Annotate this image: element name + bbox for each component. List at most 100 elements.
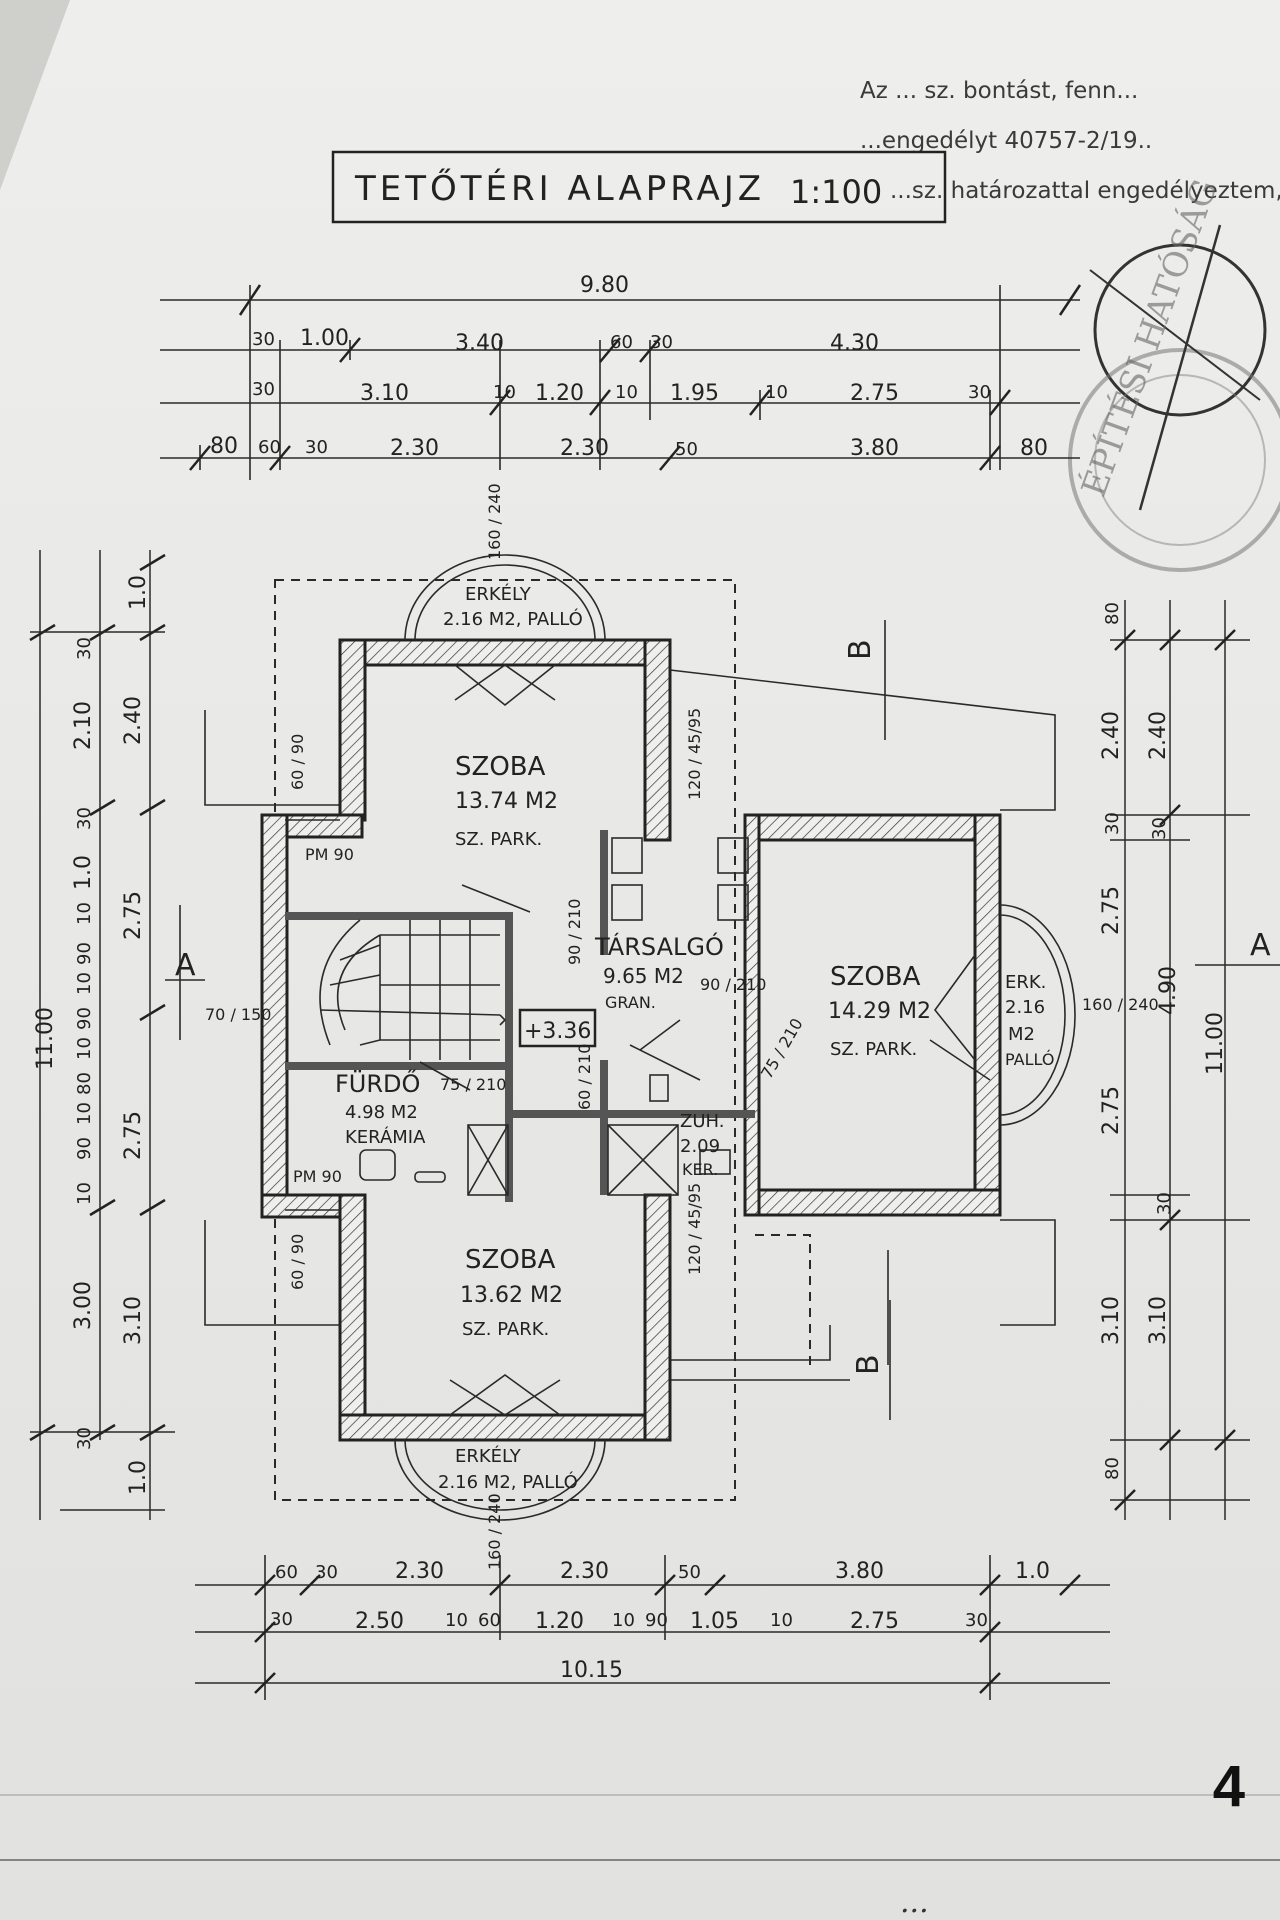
dim-top: 3.40: [455, 331, 504, 356]
balcony-right-name: ERK.: [1005, 972, 1046, 993]
opening-label-win-bottom-mid: 120 / 45/95: [685, 1183, 704, 1275]
dim-right: 30: [1149, 817, 1170, 840]
dim-bottom: 10: [445, 1610, 468, 1631]
dim-bottom: 1.0: [1015, 1559, 1050, 1584]
dim-top: 2.30: [390, 436, 439, 461]
eave-outlines: [204, 669, 1056, 1381]
balcony-right-area: 2.16: [1005, 997, 1045, 1018]
dim-left: 1.0: [71, 855, 96, 890]
approval-line-1: Az ... sz. bontást, fenn...: [860, 78, 1139, 104]
dim-top: 30: [252, 329, 275, 350]
balcony-top-area: 2.16 M2, PALLÓ: [443, 608, 583, 630]
dim-top: 3.10: [360, 381, 409, 406]
dim-left: 80: [74, 1072, 95, 1095]
room-name: SZOBA: [465, 1245, 556, 1275]
dim-left: 90: [74, 1007, 95, 1030]
opening-label-pm-bottom: PM 90: [293, 1167, 342, 1186]
dim-left: 10: [74, 1102, 95, 1125]
right-dimension-lines: [1110, 600, 1250, 1520]
dim-bottom: 30: [270, 1609, 293, 1630]
dim-bottom: 10: [770, 1610, 793, 1631]
room-floor: SZ. PARK.: [830, 1039, 917, 1060]
dim-bottom: 1.20: [535, 1609, 584, 1634]
right-dimension-values: 80 2.40 30 2.75 4.90 2.75 30 3.10 80 2.4…: [1099, 602, 1228, 1480]
room-name: ZUH.: [680, 1111, 724, 1132]
dim-top: 30: [305, 437, 328, 458]
approval-line-2: ...engedélyt 40757-2/19..: [860, 128, 1153, 154]
approval-line-3: ...sz. határozattal engedélyeztem,: [890, 178, 1280, 204]
dim-right: 3.10: [1146, 1296, 1171, 1345]
dim-top: 10: [493, 382, 516, 403]
left-dimension-lines: [29, 550, 175, 1520]
plan-title: TETŐTÉRI ALAPRAJZ: [354, 168, 765, 209]
page-number: 4: [1212, 1754, 1245, 1819]
dim-right-total: 11.00: [1203, 1012, 1228, 1075]
dim-left: 1.0: [126, 575, 151, 610]
plan-scale: 1:100: [790, 173, 882, 211]
balcony-right-floor: PALLÓ: [1005, 1050, 1054, 1069]
dim-top: 50: [675, 439, 698, 460]
room-area: 14.29 M2: [828, 999, 931, 1024]
doors: [419, 664, 991, 1416]
dim-bottom: 60: [478, 1610, 501, 1631]
balcony-right: ERK. 2.16 M2 PALLÓ: [999, 904, 1076, 1126]
dim-top: 30: [252, 379, 275, 400]
dim-right: 80: [1102, 602, 1123, 625]
opening-label-salon-door-right: 90 / 210: [700, 975, 766, 994]
left-dimension-values: 11.00 1.0 30 2.10 30 1.0 10 90 10 90 10 …: [33, 575, 151, 1495]
opening-label-bottom-door: 160 / 240: [485, 1493, 504, 1570]
dim-bottom: 10: [612, 1610, 635, 1631]
dim-right: 2.40: [1146, 711, 1171, 760]
dim-bottom: 30: [965, 1610, 988, 1631]
opening-label-shower-door: 60 / 210: [575, 1044, 594, 1110]
opening-label-salon-door: 90 / 210: [565, 899, 584, 965]
dim-right: 3.10: [1099, 1296, 1124, 1345]
section-b-top: B: [843, 639, 878, 660]
dim-top: 30: [650, 332, 673, 353]
room-area: 13.74 M2: [455, 789, 558, 814]
room-floor: SZ. PARK.: [455, 829, 542, 850]
dim-left: 3.10: [121, 1296, 146, 1345]
opening-label-bath-door: 75 / 210: [440, 1075, 506, 1094]
opening-label-win-top-left: 60 / 90: [288, 734, 307, 790]
dim-bottom: 90: [645, 1610, 668, 1631]
room-name: TÁRSALGÓ: [594, 931, 724, 961]
dim-bottom: 2.75: [850, 1609, 899, 1634]
balcony-right-unit: M2: [1008, 1024, 1035, 1045]
dim-left: 10: [74, 972, 95, 995]
dim-right: 30: [1154, 1192, 1175, 1215]
room-area: 4.98 M2: [345, 1102, 418, 1123]
dim-right: 30: [1102, 812, 1123, 835]
dim-bottom: 30: [315, 1562, 338, 1583]
dim-bottom: 1.05: [690, 1609, 739, 1634]
level-marker: +3.36: [524, 1019, 591, 1044]
dim-left: 10: [74, 1037, 95, 1060]
balcony-bottom: ERKÉLY 2.16 M2, PALLÓ: [394, 1439, 606, 1521]
dim-top: 10: [615, 382, 638, 403]
room-floor: KER.: [682, 1160, 718, 1179]
staircase: [319, 919, 507, 1060]
dim-right: 2.75: [1099, 1086, 1124, 1135]
bottom-signature: ...: [900, 1885, 929, 1920]
section-a-left: A: [175, 948, 196, 983]
dim-left: 1.0: [126, 1460, 151, 1495]
dim-top: 2.75: [850, 381, 899, 406]
room-name: SZOBA: [455, 752, 546, 782]
dim-bottom: 2.30: [395, 1559, 444, 1584]
opening-label-win-bottom-left: 60 / 90: [288, 1234, 307, 1290]
room-name: SZOBA: [830, 962, 921, 992]
dim-right: 2.75: [1099, 886, 1124, 935]
balcony-bottom-name: ERKÉLY: [455, 1445, 522, 1467]
dim-bottom: 50: [678, 1562, 701, 1583]
dim-top: 10: [765, 382, 788, 403]
dim-top: 2.30: [560, 436, 609, 461]
roof-outline: [274, 579, 811, 1501]
shafts: [467, 837, 749, 1196]
room-labels: SZOBA 13.74 M2 SZ. PARK. TÁRSALGÓ 9.65 M…: [335, 752, 931, 1340]
dim-left: 2.40: [121, 696, 146, 745]
balcony-bottom-area: 2.16 M2, PALLÓ: [438, 1471, 578, 1493]
room-area: 9.65 M2: [603, 964, 684, 988]
dim-top: 3.80: [850, 436, 899, 461]
dim-top: 4.30: [830, 331, 879, 356]
folded-corner: [0, 0, 70, 190]
